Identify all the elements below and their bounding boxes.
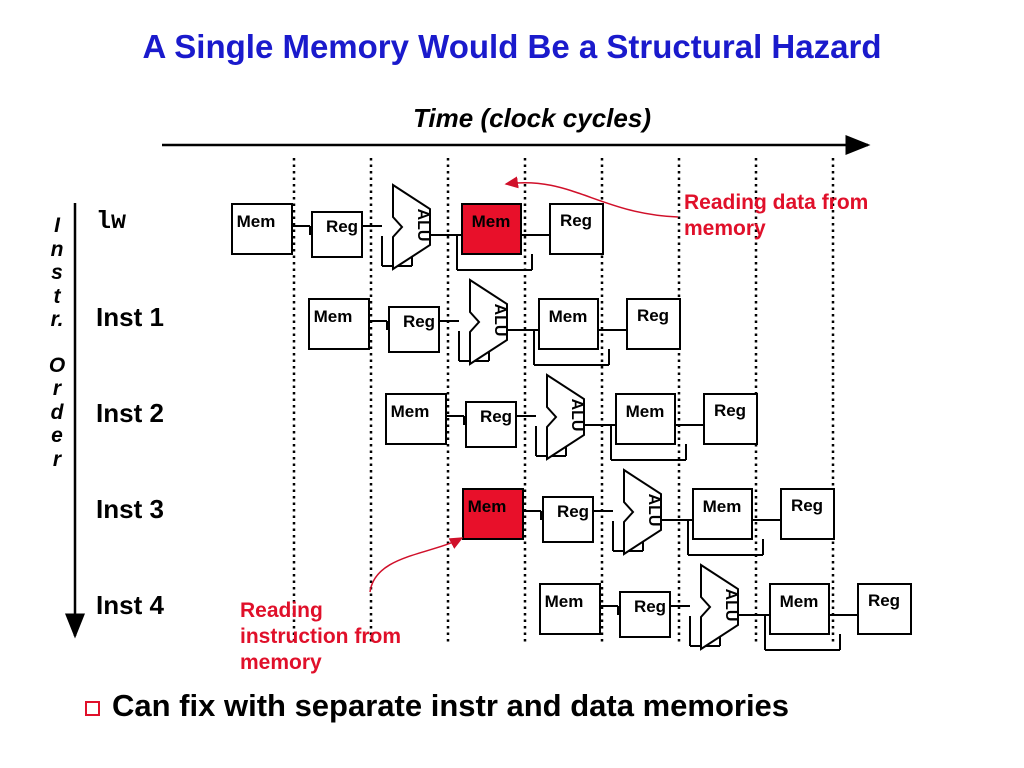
order-letter: s [51, 261, 63, 284]
pipeline-row: Mem Reg ALU Mem Reg [385, 373, 758, 461]
stage-label: Reg [557, 502, 589, 521]
alu-shape [700, 563, 739, 651]
stage-label: Reg [560, 211, 592, 230]
instruction-label: Inst 4 [96, 590, 164, 620]
reg-write-box [549, 203, 604, 255]
stage-label: Mem [626, 402, 665, 421]
time-axis-label: Time (clock cycles) [413, 103, 651, 133]
instr-read-callout [369, 537, 464, 593]
instr-mem-box [462, 488, 524, 540]
stage-label: ALU [722, 589, 739, 622]
reg-read-box [619, 591, 671, 638]
order-letter: e [51, 424, 63, 447]
alu-shape [623, 468, 662, 556]
pipeline-row: Mem Reg ALU Mem Reg [308, 278, 681, 366]
reg-write-box [857, 583, 912, 635]
instr-read-note-line: memory [240, 651, 322, 674]
instr-mem-box [539, 583, 601, 635]
alu-shape [392, 183, 431, 271]
bullet-square-icon [85, 700, 100, 716]
data-read-note: Reading data from memory [684, 190, 868, 242]
order-letter: r [52, 447, 62, 471]
stage-label: ALU [568, 399, 585, 432]
instr-mem-box [231, 203, 293, 255]
instruction-label: lw [96, 207, 127, 236]
stage-label: Mem [545, 592, 584, 611]
data-read-note-line: Reading data from [684, 191, 869, 214]
stage-label: Mem [472, 212, 511, 231]
stage-label: Mem [780, 592, 819, 611]
stage-label: Reg [634, 597, 666, 616]
order-letter: n [50, 237, 64, 261]
data-mem-box [461, 203, 522, 255]
stage-label: Reg [791, 496, 823, 515]
data-mem-box [769, 583, 830, 635]
order-letter: I [54, 214, 60, 237]
pipeline-row: Mem Reg ALU Mem Reg [539, 563, 912, 651]
order-letter: O [48, 353, 66, 377]
stage-label: ALU [645, 494, 662, 527]
stage-label: Reg [403, 312, 435, 331]
reg-write-box [703, 393, 758, 445]
instruction-label: Inst 3 [96, 494, 164, 524]
reg-read-box [388, 306, 440, 353]
bullet-text: Can fix with separate instr and data mem… [112, 688, 790, 723]
stage-label: Reg [480, 407, 512, 426]
stage-label: Mem [314, 307, 353, 326]
stage-label: Mem [237, 212, 276, 231]
pipeline-row: Mem Reg ALU Mem Reg [462, 468, 835, 556]
slide-title: A Single Memory Would Be a Structural Ha… [142, 28, 882, 65]
stage-label: Mem [703, 497, 742, 516]
data-read-callout [504, 176, 679, 218]
data-mem-box [538, 298, 599, 350]
instr-mem-box [308, 298, 370, 350]
data-read-note-line: memory [684, 217, 766, 240]
order-letter: r [52, 377, 62, 400]
instr-read-note-line: Reading [240, 599, 323, 622]
reg-write-box [780, 488, 835, 540]
order-letter: r. [50, 308, 64, 331]
stage-label: Reg [714, 401, 746, 420]
stage-label: ALU [414, 209, 431, 242]
data-mem-box [615, 393, 676, 445]
reg-read-box [465, 401, 517, 448]
instruction-label: Inst 1 [96, 302, 164, 332]
stage-label: Mem [549, 307, 588, 326]
stage-label: Reg [868, 591, 900, 610]
order-letter: d [50, 400, 64, 424]
alu-shape [546, 373, 585, 461]
instr-read-note: Reading instruction from memory [240, 598, 401, 676]
instruction-label: Inst 2 [96, 398, 164, 428]
order-letter: t [53, 284, 61, 308]
stage-label: Reg [326, 217, 358, 236]
stage-label: ALU [491, 304, 508, 337]
reg-write-box [626, 298, 681, 350]
data-mem-box [692, 488, 753, 540]
bullet-point: Can fix with separate instr and data mem… [85, 688, 789, 724]
order-axis-label: I n s t r. O r d e r [40, 214, 74, 471]
reg-read-box [311, 211, 363, 258]
stage-label: Mem [468, 497, 507, 516]
stage-label: Reg [637, 306, 669, 325]
stage-label: Mem [391, 402, 430, 421]
instr-mem-box [385, 393, 447, 445]
pipeline-row: Mem Reg ALU Mem Reg [231, 183, 604, 271]
instr-read-note-line: instruction from [240, 625, 401, 648]
reg-read-box [542, 496, 594, 543]
alu-shape [469, 278, 508, 366]
